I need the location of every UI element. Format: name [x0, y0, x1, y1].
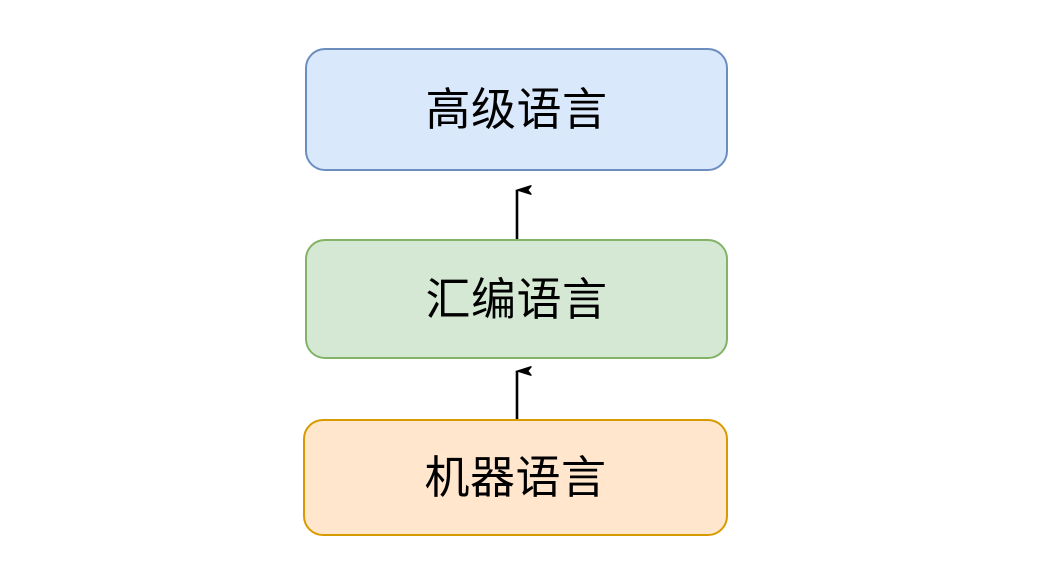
node-label: 汇编语言: [425, 273, 608, 325]
node-label: 机器语言: [424, 452, 607, 503]
node-high-level-language[interactable]: 高级语言: [305, 48, 728, 171]
node-machine-language[interactable]: 机器语言: [303, 419, 728, 536]
node-assembly-language[interactable]: 汇编语言: [305, 239, 728, 359]
node-label: 高级语言: [425, 84, 608, 135]
